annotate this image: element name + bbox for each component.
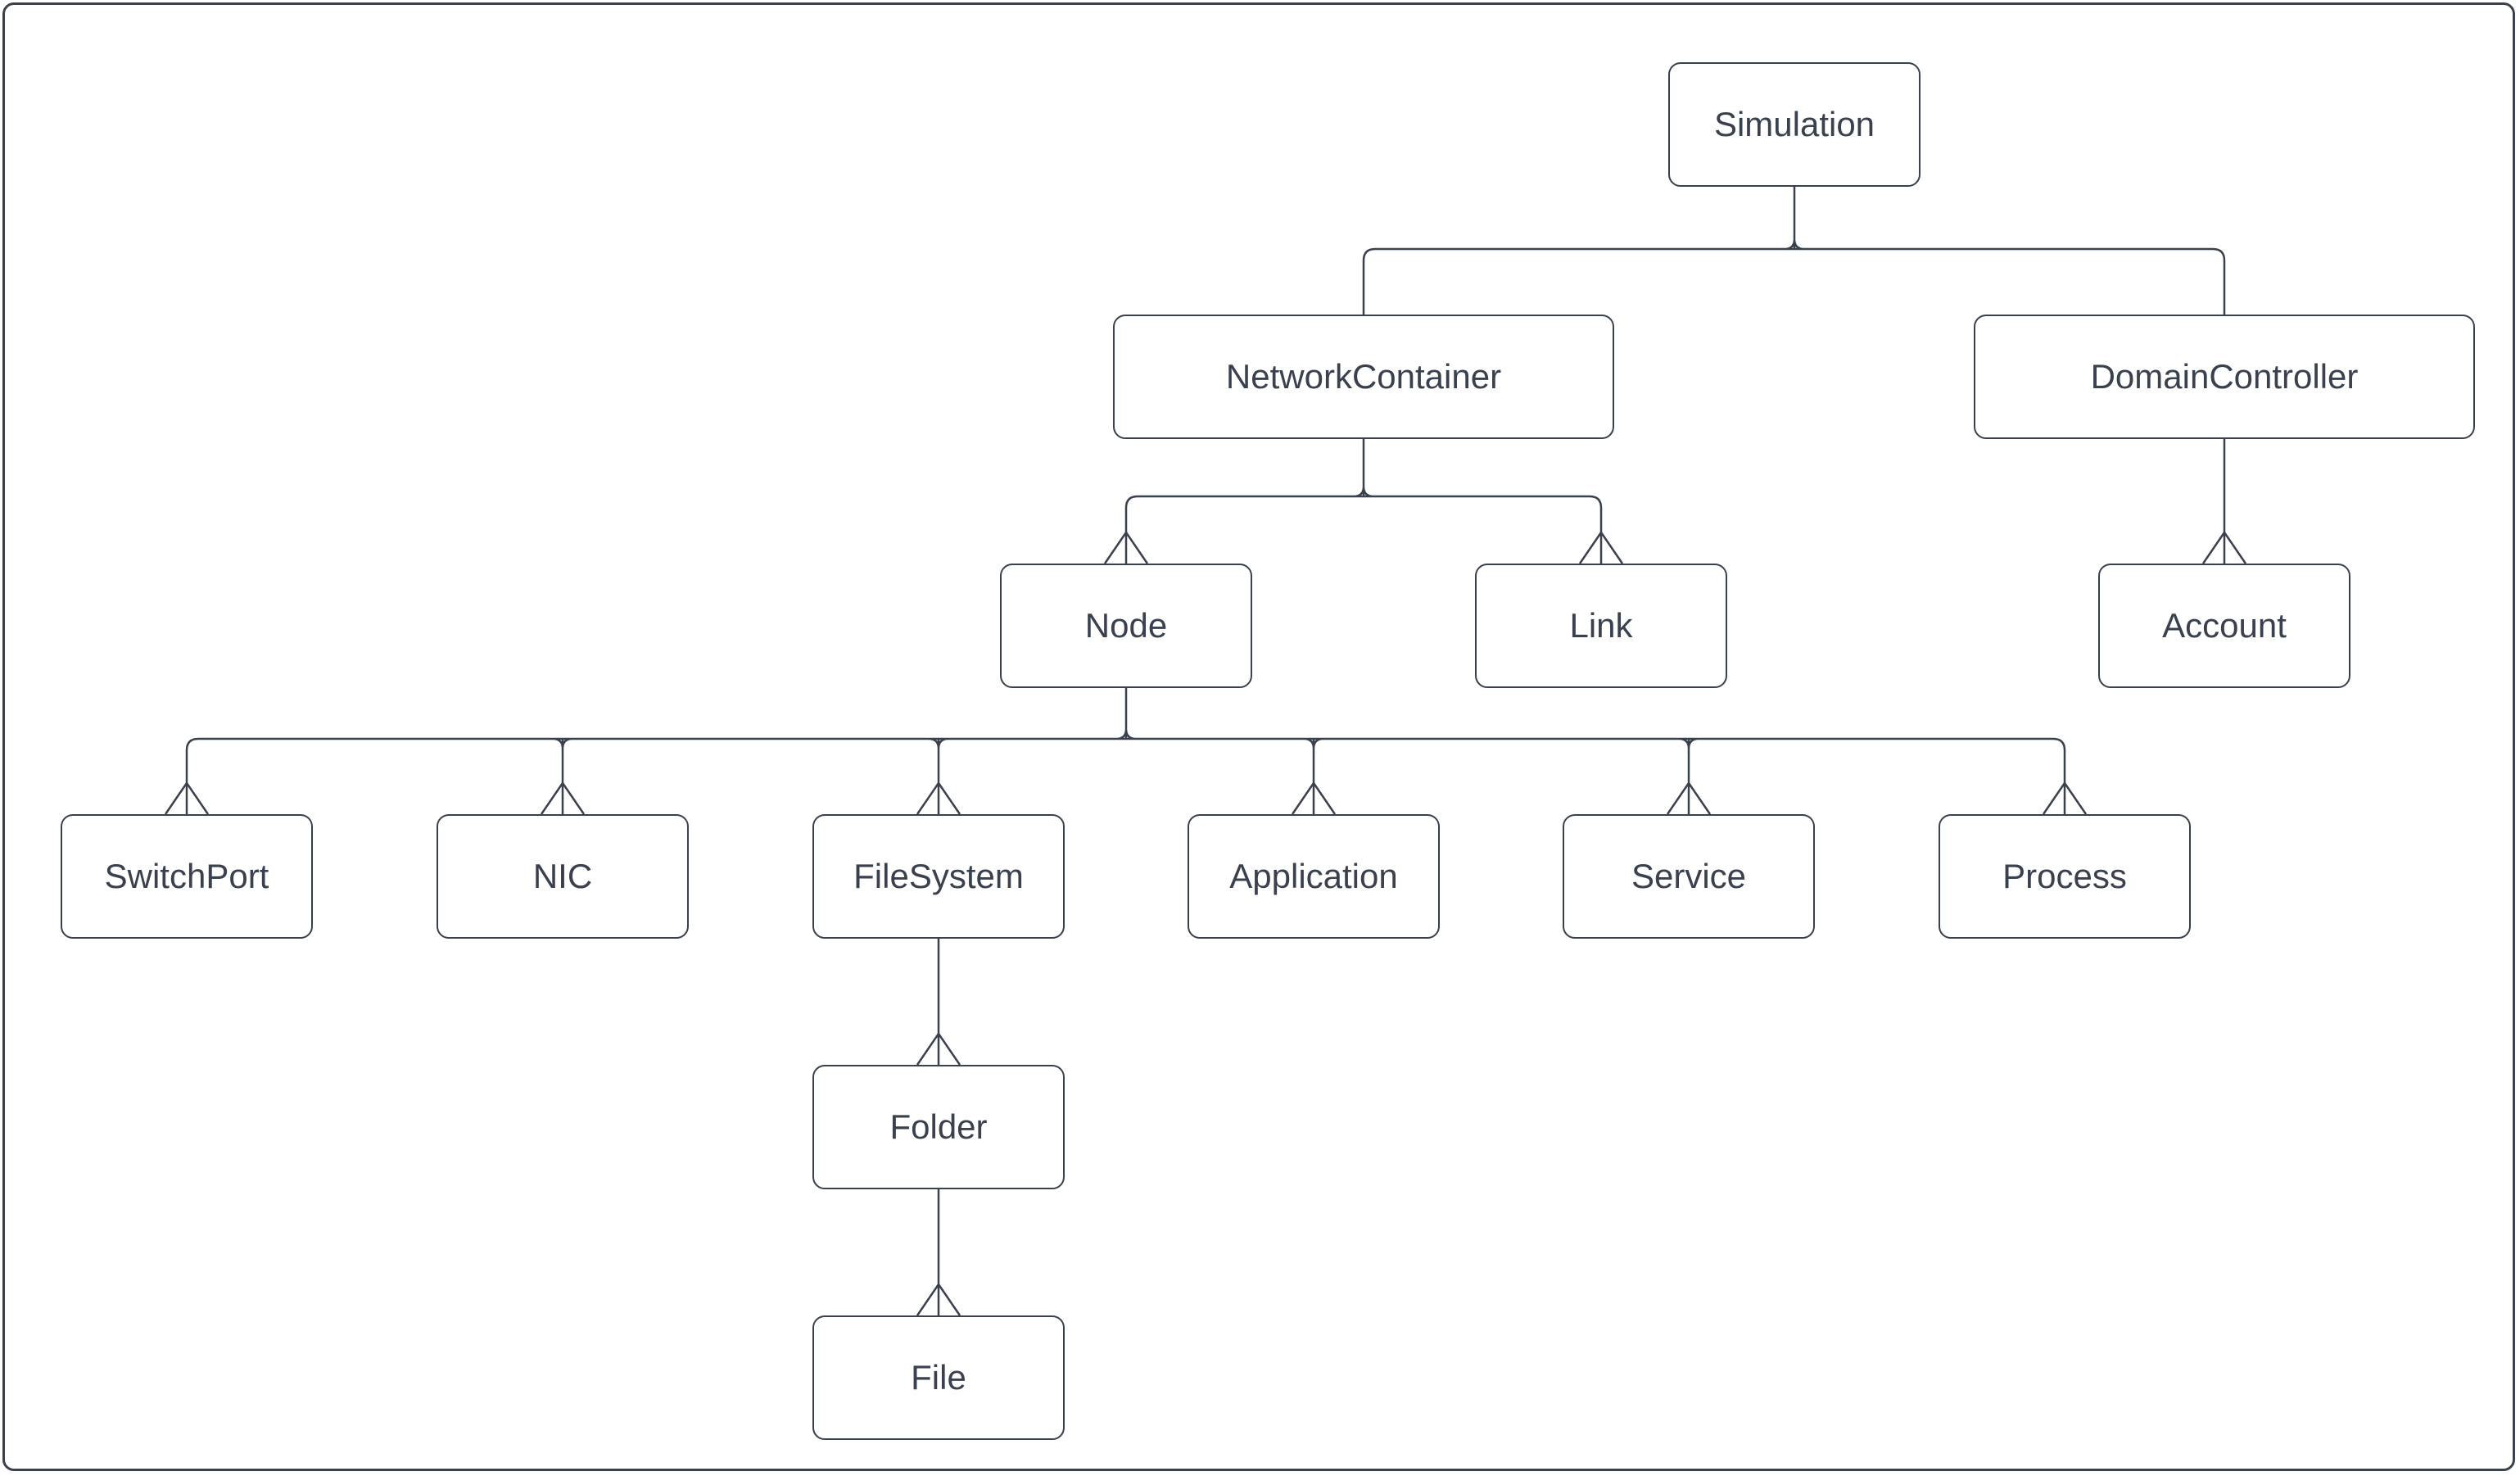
node-label-folder: Folder: [889, 1107, 987, 1147]
node-label-filesystem: FileSystem: [853, 857, 1024, 896]
connector-filesystem: [917, 939, 960, 1065]
diagram-node-nic: NIC: [437, 814, 689, 939]
diagram-node-filesystem: FileSystem: [812, 814, 1065, 939]
node-label-service: Service: [1631, 857, 1746, 896]
diagram-node-service: Service: [1563, 814, 1815, 939]
connector-folder: [917, 1189, 960, 1315]
connector-simulation: [1364, 187, 2224, 315]
node-label-domain-controller: DomainController: [2091, 357, 2359, 396]
node-label-link: Link: [1569, 606, 1632, 645]
diagram-node-link: Link: [1475, 564, 1727, 688]
node-label-account: Account: [2162, 606, 2287, 645]
connector-domain-controller: [2203, 439, 2246, 564]
diagram-node-domain-controller: DomainController: [1974, 315, 2475, 439]
diagram-node-switchport: SwitchPort: [61, 814, 313, 939]
node-label-switchport: SwitchPort: [105, 857, 269, 896]
diagram-node-file: File: [812, 1315, 1065, 1440]
node-label-file: File: [911, 1358, 966, 1397]
diagram-node-account: Account: [2098, 564, 2350, 688]
diagram-node-application: Application: [1188, 814, 1440, 939]
diagram-node-folder: Folder: [812, 1065, 1065, 1189]
connector-network-container: [1105, 439, 1622, 564]
connector-node: [165, 688, 2086, 814]
diagram-node-process: Process: [1939, 814, 2191, 939]
node-label-application: Application: [1229, 857, 1397, 896]
diagram-node-network-container: NetworkContainer: [1113, 315, 1614, 439]
node-label-nic: NIC: [533, 857, 592, 896]
node-label-node: Node: [1085, 606, 1167, 645]
node-label-simulation: Simulation: [1714, 105, 1875, 144]
diagram-node-node: Node: [1000, 564, 1252, 688]
diagram-node-simulation: Simulation: [1668, 62, 1921, 187]
node-label-process: Process: [2002, 857, 2127, 896]
node-label-network-container: NetworkContainer: [1226, 357, 1501, 396]
